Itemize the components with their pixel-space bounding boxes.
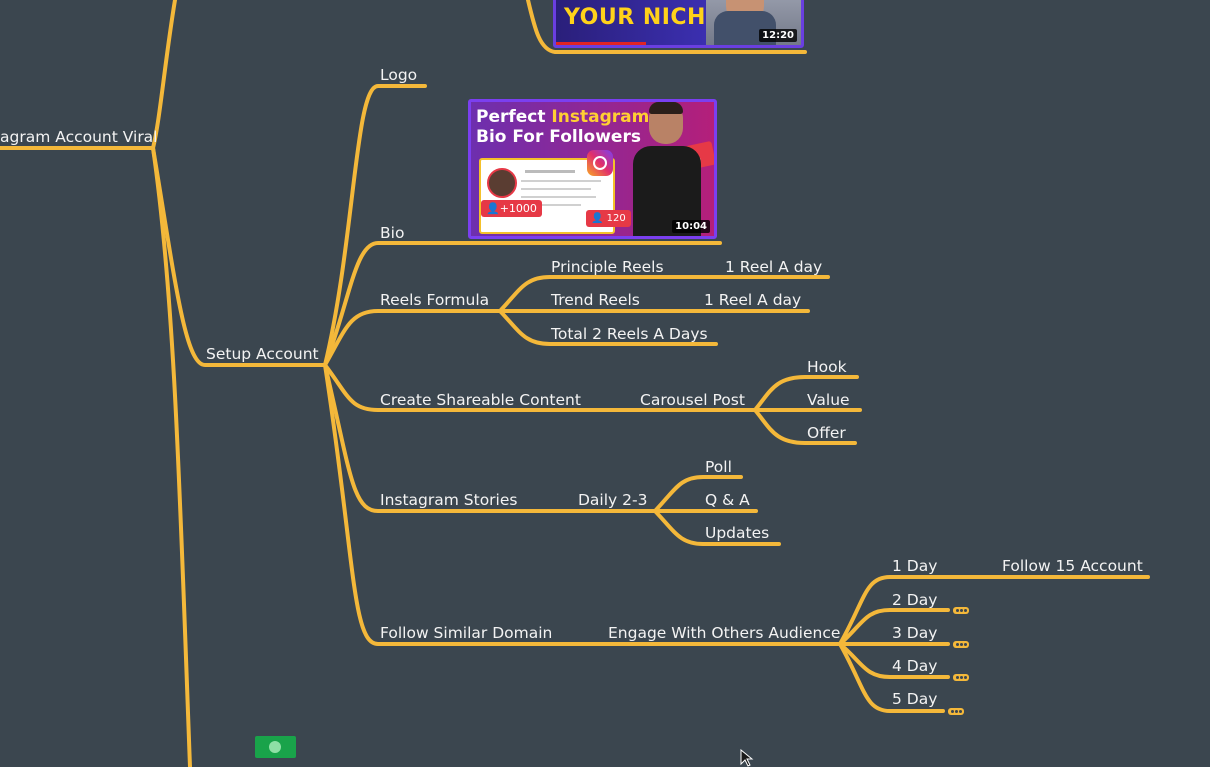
mouse-cursor-icon xyxy=(740,749,754,767)
day-1-node[interactable]: 1 Day xyxy=(892,557,938,575)
qa-node[interactable]: Q & A xyxy=(705,491,750,509)
followers-badge: 👤+1000 xyxy=(481,200,542,217)
bio-node[interactable]: Bio xyxy=(380,224,405,242)
reels-formula-node[interactable]: Reels Formula xyxy=(380,291,490,309)
principle-reels-node[interactable]: Principle Reels xyxy=(551,258,664,276)
setup-account-node[interactable]: Setup Account xyxy=(206,345,319,363)
thumbnail-title: Perfect Instagram Bio For Followers xyxy=(476,107,650,147)
count-badge: 👤 120 xyxy=(586,210,631,227)
day-3-node[interactable]: 3 Day xyxy=(892,624,938,642)
collapsed-branch-icon[interactable] xyxy=(948,708,964,715)
poll-node[interactable]: Poll xyxy=(705,458,732,476)
avatar xyxy=(487,168,517,198)
value-node[interactable]: Value xyxy=(807,391,850,409)
watch-progress-bar xyxy=(556,42,646,45)
presenter-image xyxy=(621,102,714,236)
duration-badge: 10:04 xyxy=(672,220,710,233)
presenter-image xyxy=(706,0,801,45)
collapsed-branch-icon[interactable] xyxy=(953,674,969,681)
engage-audience-node[interactable]: Engage With Others Audience xyxy=(608,624,841,642)
follow-similar-domain-node[interactable]: Follow Similar Domain xyxy=(380,624,553,642)
trend-reels-node[interactable]: Trend Reels xyxy=(551,291,640,309)
duration-badge: 12:20 xyxy=(759,29,797,42)
root-node-label[interactable]: agram Account Viral xyxy=(0,128,158,146)
day-2-node[interactable]: 2 Day xyxy=(892,591,938,609)
carousel-post-node[interactable]: Carousel Post xyxy=(640,391,745,409)
updates-node[interactable]: Updates xyxy=(705,524,770,542)
thumbnail-title: YOUR NICHE xyxy=(564,5,722,30)
niche-video-thumbnail[interactable]: YOUR NICHE 12:20 xyxy=(553,0,804,48)
offer-node[interactable]: Offer xyxy=(807,424,846,442)
day-5-node[interactable]: 5 Day xyxy=(892,690,938,708)
instagram-stories-node[interactable]: Instagram Stories xyxy=(380,491,518,509)
collapsed-branch-icon[interactable] xyxy=(953,641,969,648)
follow-accounts-node[interactable]: Follow 15 Account xyxy=(1002,557,1143,575)
logo-node[interactable]: Logo xyxy=(380,66,418,84)
daily-node[interactable]: Daily 2-3 xyxy=(578,491,648,509)
instagram-icon xyxy=(587,150,613,176)
hook-node[interactable]: Hook xyxy=(807,358,847,376)
bio-video-thumbnail[interactable]: Perfect Instagram Bio For Followers 👤+10… xyxy=(468,99,717,239)
collapsed-branch-icon[interactable] xyxy=(953,607,969,614)
principle-reels-note-node[interactable]: 1 Reel A day xyxy=(725,258,823,276)
trend-reels-note-node[interactable]: 1 Reel A day xyxy=(704,291,802,309)
shareable-content-node[interactable]: Create Shareable Content xyxy=(380,391,581,409)
total-reels-node[interactable]: Total 2 Reels A Days xyxy=(551,325,708,343)
day-4-node[interactable]: 4 Day xyxy=(892,657,938,675)
money-icon[interactable] xyxy=(255,736,296,758)
